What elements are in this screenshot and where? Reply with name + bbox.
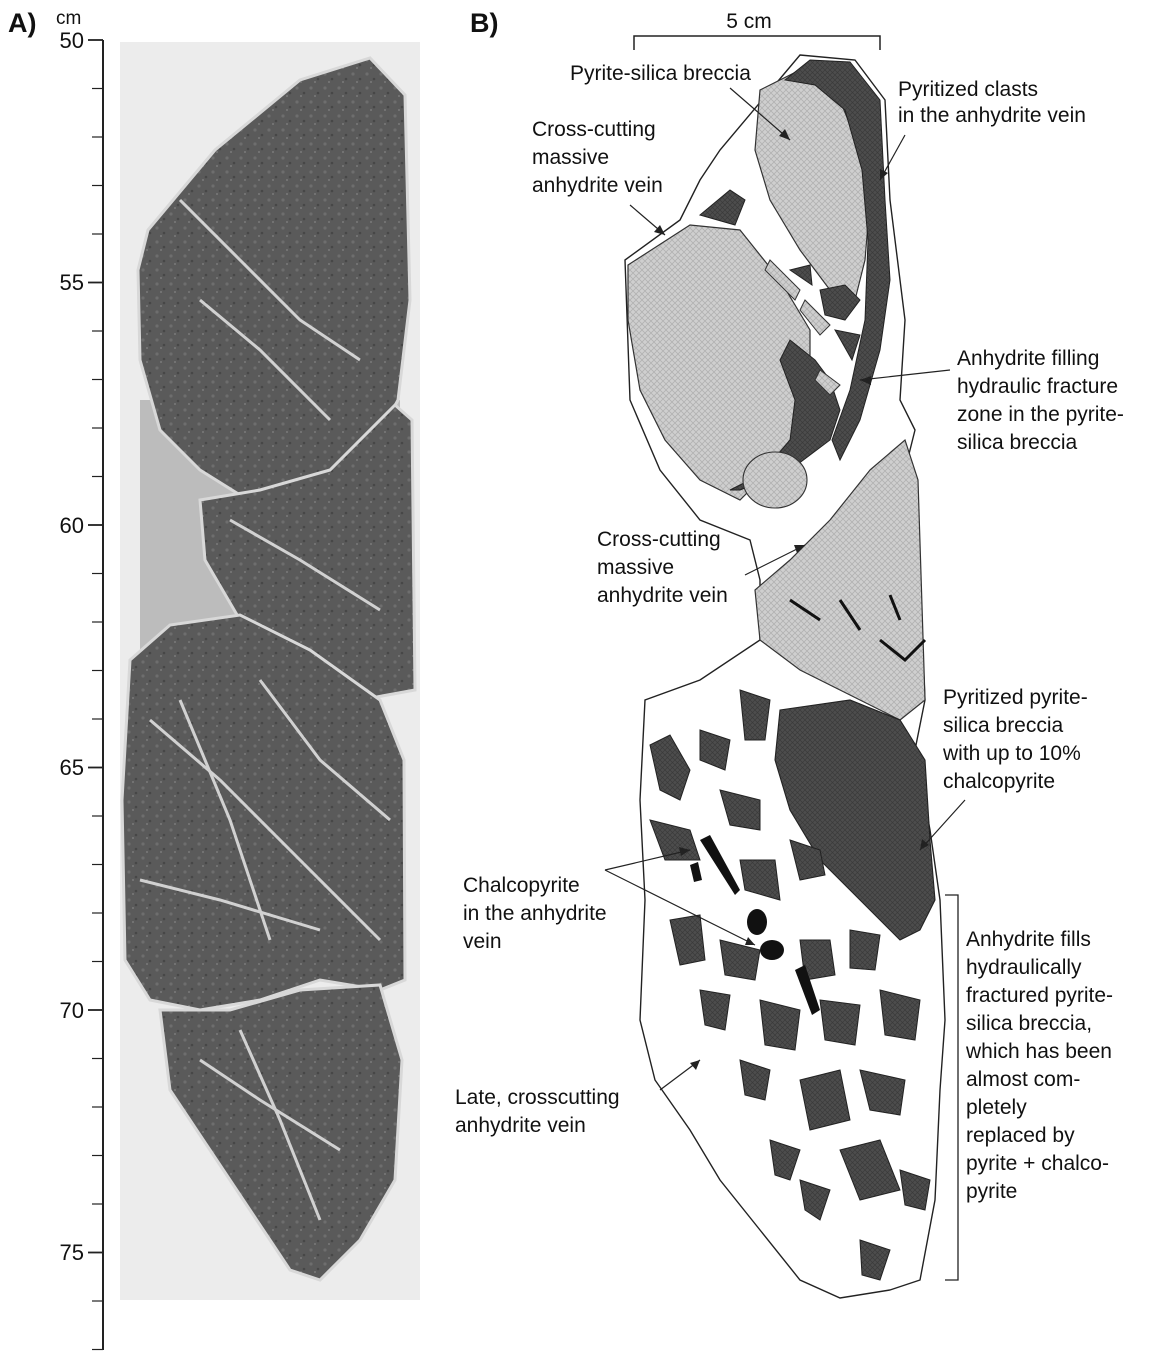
light-clast-round <box>743 452 807 508</box>
label-crosscutting-vein-top: Cross-cutting massive anhydrite vein <box>532 118 663 197</box>
scale-bar-label: 5 cm <box>726 10 772 33</box>
axis-unit-label: cm <box>56 8 81 29</box>
label-anhydrite-filling: Anhydrite filling hydraulic fracture zon… <box>957 347 1130 454</box>
tick-label-55: 55 <box>60 270 84 295</box>
label-pyritized-clasts: Pyritized clasts in the anhydrite vein <box>898 78 1086 127</box>
label-anhydrite-fills: Anhydrite fills hydraulically fractured … <box>965 928 1119 1203</box>
label-chalcopyrite: Chalcopyrite in the anhydrite vein <box>463 874 612 953</box>
label-crosscutting-vein-mid: Cross-cutting massive anhydrite vein <box>597 528 728 607</box>
anhydrite-fills-bracket <box>945 895 958 1280</box>
core-photograph <box>120 42 420 1300</box>
scale-bar: 5 cm <box>634 10 880 50</box>
label-pyrite-silica-breccia: Pyrite-silica breccia <box>570 62 751 85</box>
panel-a-label: A) <box>8 8 37 38</box>
tick-label-70: 70 <box>60 998 84 1023</box>
ruler-ticks <box>88 40 103 1350</box>
ruler-tick-labels: 50 55 60 65 70 75 <box>60 28 84 1265</box>
label-pyritized-breccia: Pyritized pyrite- silica breccia with up… <box>942 686 1094 793</box>
tick-label-50: 50 <box>60 28 84 53</box>
tick-label-60: 60 <box>60 513 84 538</box>
panel-b-label: B) <box>470 8 499 38</box>
label-late-vein: Late, crosscutting anhydrite vein <box>455 1086 625 1137</box>
tick-label-75: 75 <box>60 1240 84 1265</box>
sketch-core <box>625 55 945 1298</box>
tick-label-65: 65 <box>60 755 84 780</box>
depth-ruler: 50 55 60 65 70 75 <box>60 28 103 1350</box>
